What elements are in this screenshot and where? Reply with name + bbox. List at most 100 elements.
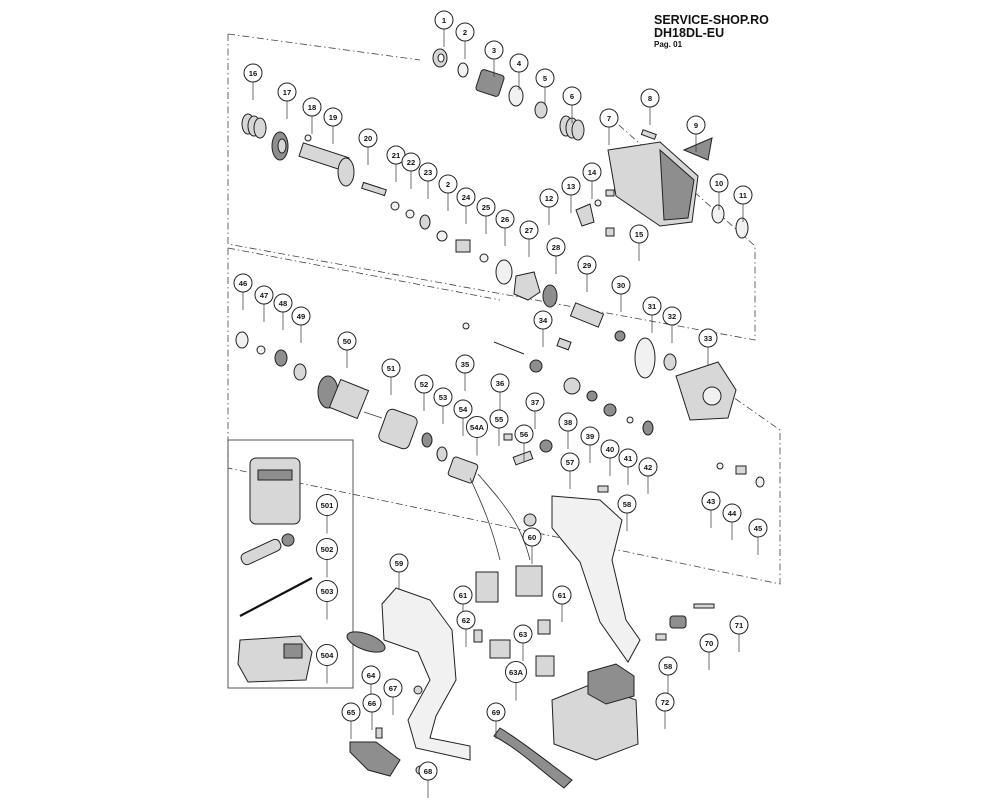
- strap-69-part: [493, 727, 573, 789]
- callout-label: 20: [364, 134, 372, 143]
- seal-32-part: [663, 353, 677, 371]
- callout-49: 49: [291, 306, 311, 326]
- callout-label: 7: [607, 114, 611, 123]
- bearing-52-part: [421, 432, 433, 448]
- callout-58: 58: [617, 494, 637, 514]
- middle-group-frame: [227, 248, 781, 585]
- callout-circle: [433, 387, 453, 407]
- callout-circle: [709, 173, 729, 193]
- bearing-30-part: [614, 330, 626, 342]
- gear-40-part: [603, 403, 617, 417]
- accessories-box: [227, 439, 354, 689]
- collar-49-part: [293, 363, 307, 381]
- callout-circle: [456, 187, 476, 207]
- callout-circle: [254, 285, 274, 305]
- callout-circle: [617, 494, 637, 514]
- callout-circle: [401, 152, 421, 172]
- ring-46-part: [235, 331, 249, 349]
- callout-label: 64: [367, 671, 376, 680]
- callout-71: 71: [729, 615, 749, 635]
- callout-label: 6: [570, 92, 574, 101]
- callout-2: 2: [438, 174, 458, 194]
- callout-circle: [316, 644, 338, 666]
- callout-circle: [434, 10, 454, 30]
- callout-label: 52: [420, 380, 428, 389]
- callout-circle: [418, 761, 438, 781]
- ring-2b-part: [436, 230, 448, 242]
- callout-circle: [546, 237, 566, 257]
- striker-20-part: [361, 181, 387, 197]
- callout-circle: [686, 115, 706, 135]
- cover-9-part: [682, 137, 713, 161]
- ring-21-part: [390, 201, 400, 211]
- switch-63-part: [489, 639, 511, 659]
- callout-circle: [629, 224, 649, 244]
- callout-circle: [582, 162, 602, 182]
- callout-10: 10: [709, 173, 729, 193]
- callout-12: 12: [539, 188, 559, 208]
- callout-501: 501: [316, 494, 338, 516]
- brush-holder-54-part: [447, 456, 479, 484]
- callout-label: 22: [407, 158, 415, 167]
- screw-71-part: [693, 603, 715, 609]
- callout-label: 39: [586, 432, 594, 441]
- ring-11-part: [735, 217, 749, 239]
- callout-label: 1: [442, 16, 447, 25]
- callout-circle: [522, 527, 542, 547]
- callout-label: 12: [545, 194, 553, 203]
- callout-label: 10: [715, 179, 723, 188]
- callout-16: 16: [243, 63, 263, 83]
- callout-8: 8: [640, 88, 660, 108]
- gear-60-part: [523, 513, 537, 527]
- stator-51-part: [378, 408, 418, 450]
- armature-50-part: [317, 375, 383, 420]
- pin-14-part: [605, 189, 615, 197]
- callout-48: 48: [273, 293, 293, 313]
- wire-harness-a: [469, 477, 501, 561]
- grip-3-part: [475, 69, 505, 97]
- washer-23-part: [419, 214, 431, 230]
- callout-41: 41: [618, 448, 638, 468]
- callout-18: 18: [302, 97, 322, 117]
- callout-47: 47: [254, 285, 274, 305]
- callout-26: 26: [495, 209, 515, 229]
- document-header: SERVICE-SHOP.RO DH18DL-EU Pag. 01: [654, 13, 769, 50]
- callout-circle: [362, 693, 382, 713]
- callout-29: 29: [577, 255, 597, 275]
- battery-pack-icon: [551, 663, 639, 761]
- pin-43-part: [716, 462, 724, 470]
- callout-circle: [611, 275, 631, 295]
- callout-label: 23: [424, 168, 432, 177]
- callout-label: 13: [567, 182, 575, 191]
- callout-63a: 63A: [505, 661, 527, 683]
- callout-label: 18: [308, 103, 316, 112]
- callout-11: 11: [733, 185, 753, 205]
- oring-31-part: [634, 337, 656, 379]
- crank-38-part: [563, 377, 581, 395]
- front-housing-7-part: [607, 141, 699, 227]
- callout-42: 42: [638, 457, 658, 477]
- callout-circle: [489, 409, 509, 429]
- washer-4-part: [508, 85, 524, 107]
- callout-circle: [729, 615, 749, 635]
- label-plate-64-part: [346, 631, 386, 653]
- callout-circle: [638, 457, 658, 477]
- callout-circle: [558, 412, 578, 432]
- callout-label: 58: [623, 500, 631, 509]
- callout-circle: [273, 293, 293, 313]
- callout-label: 2: [463, 28, 467, 37]
- callout-68: 68: [418, 761, 438, 781]
- callout-label: 9: [694, 121, 698, 130]
- callout-label: 67: [389, 684, 397, 693]
- callout-label: 33: [704, 334, 712, 343]
- callout-50: 50: [337, 331, 357, 351]
- cylinder-29-part: [569, 302, 605, 328]
- callout-circle: [438, 174, 458, 194]
- callout-label: 28: [552, 243, 560, 252]
- callout-502: 502: [316, 538, 338, 560]
- callout-63: 63: [513, 624, 533, 644]
- callout-39: 39: [580, 426, 600, 446]
- callout-58: 58: [658, 656, 678, 676]
- connector-63a-part: [535, 655, 555, 677]
